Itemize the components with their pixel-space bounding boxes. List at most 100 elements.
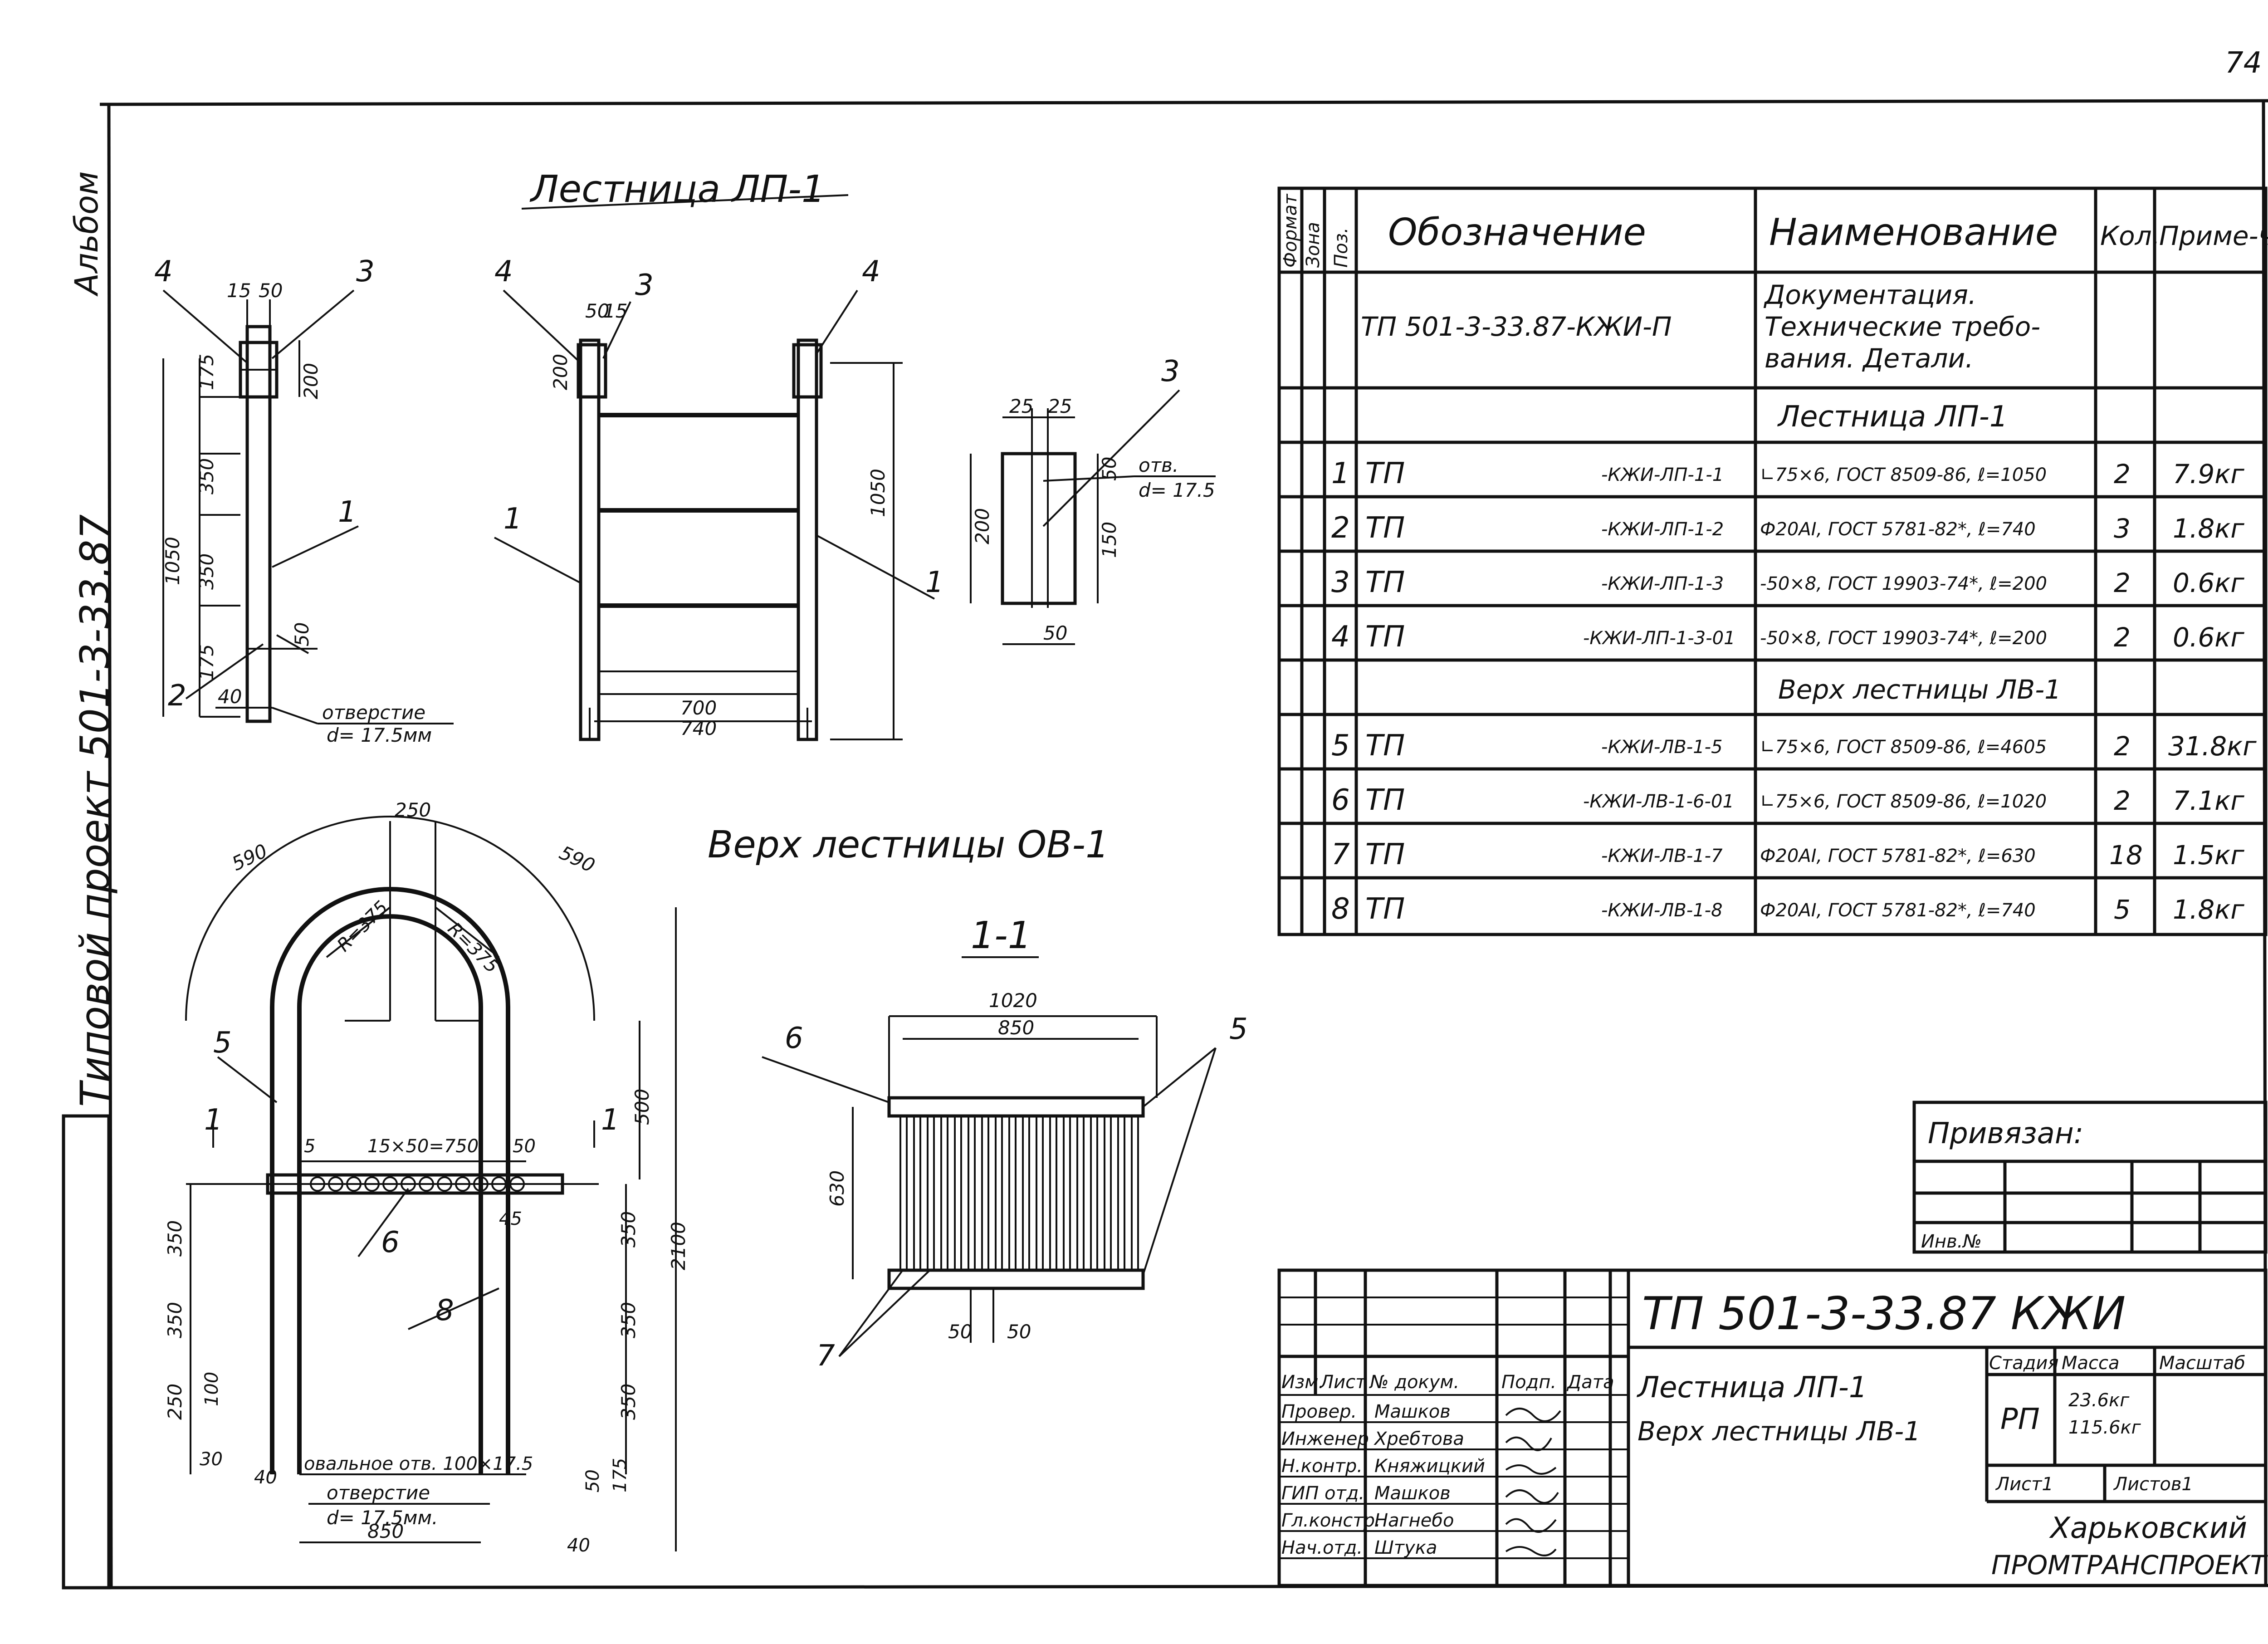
lv1-dim-50b: 50 xyxy=(582,1469,603,1492)
tb-name-1: Машков xyxy=(1374,1401,1451,1422)
svg-text:31.8кг: 31.8кг xyxy=(2168,731,2257,762)
lv1-dim-850: 850 xyxy=(367,1520,404,1542)
tb-col-sign: Подп. xyxy=(1501,1372,1556,1393)
lv1-dim-590b: 590 xyxy=(556,842,598,877)
section-label-7: 7 xyxy=(816,1339,835,1373)
svg-text:-КЖИ-ЛП-1-1: -КЖИ-ЛП-1-1 xyxy=(1601,465,1724,485)
svg-text:ТП: ТП xyxy=(1365,566,1405,599)
lv1-cut-label-1b: 1 xyxy=(601,1103,620,1137)
svg-text:-КЖИ-ЛВ-1-7: -КЖИ-ЛВ-1-7 xyxy=(1601,846,1723,866)
svg-text:8: 8 xyxy=(1331,892,1350,926)
lp1-label-2: 2 xyxy=(168,679,186,713)
svg-text:0.6кг: 0.6кг xyxy=(2173,622,2244,653)
svg-text:ТП: ТП xyxy=(1365,838,1405,871)
page-number: 74 xyxy=(2225,46,2262,80)
lp1-front-dim-700: 700 xyxy=(680,697,717,719)
spec-header-zone: Зона xyxy=(1303,222,1324,268)
svg-text:2: 2 xyxy=(2114,622,2131,653)
tb-drawing-name-2: Верх лестницы ЛВ-1 xyxy=(1637,1416,1921,1447)
lp1-side-dim-350b: 350 xyxy=(196,553,218,590)
tb-stage: РП xyxy=(2000,1403,2040,1436)
lv1-title: Верх лестницы ОВ-1 xyxy=(708,823,1109,866)
section-dim-850: 850 xyxy=(998,1017,1034,1039)
lp1-front-label-4b: 4 xyxy=(862,255,880,289)
svg-text:-КЖИ-ЛП-1-2: -КЖИ-ЛП-1-2 xyxy=(1601,519,1724,540)
section-label-5: 5 xyxy=(1229,1013,1248,1046)
svg-text:2: 2 xyxy=(2114,568,2131,598)
tb-col-date: Дата xyxy=(1566,1372,1614,1393)
lp1-side-dim-40: 40 xyxy=(218,685,242,708)
svg-text:2: 2 xyxy=(2114,731,2131,762)
lv1-note-hole: отверстие xyxy=(327,1482,430,1504)
svg-text:4: 4 xyxy=(1331,620,1350,654)
lp1-side-dim-15: 15 xyxy=(227,279,251,302)
tb-role-3: Н.контр. xyxy=(1281,1456,1363,1477)
tb-org-2: ПРОМТРАНСПРОЕКТ xyxy=(1991,1550,2268,1580)
svg-text:Ф20АI, ГОСТ 5781-82*, ℓ=740: Ф20АI, ГОСТ 5781-82*, ℓ=740 xyxy=(1760,519,2036,540)
album-label: Альбом xyxy=(68,171,105,297)
spec-header-note: Приме-чание xyxy=(2159,220,2268,251)
spec-row-lp1-1: 1 ТП -КЖИ-ЛП-1-1 ∟75×6, ГОСТ 8509-86, ℓ=… xyxy=(1331,457,2244,490)
svg-text:5: 5 xyxy=(2114,894,2131,925)
lv1-dim-5: 5 xyxy=(304,1136,315,1157)
lv1-label-6: 6 xyxy=(381,1226,400,1259)
svg-text:-50×8, ГОСТ 19903-74*, ℓ=200: -50×8, ГОСТ 19903-74*, ℓ=200 xyxy=(1760,628,2047,649)
svg-text:1: 1 xyxy=(1331,457,1350,490)
lv1-dim-250b: 250 xyxy=(164,1384,186,1420)
plate-dim-200: 200 xyxy=(971,508,993,544)
svg-text:2: 2 xyxy=(1331,511,1350,545)
spec-row-lp1-2: 2 ТП -КЖИ-ЛП-1-2 Ф20АI, ГОСТ 5781-82*, ℓ… xyxy=(1331,511,2244,545)
lv1-dim-30: 30 xyxy=(200,1449,223,1470)
tb-mass-2: 115.6кг xyxy=(2068,1417,2141,1438)
svg-text:18: 18 xyxy=(2109,840,2143,871)
lp1-hole-note: отверстие xyxy=(322,701,425,724)
spec-header-format: Формат xyxy=(1280,193,1301,268)
spec-row-lp1-3: 3 ТП -КЖИ-ЛП-1-3 -50×8, ГОСТ 19903-74*, … xyxy=(1331,566,2244,599)
tb-org-1: Харьковский xyxy=(2049,1512,2247,1545)
spec-table: Формат Зона Поз. Обозначение Наименовани… xyxy=(1277,186,2268,936)
lp1-side-dim-50: 50 xyxy=(259,279,283,302)
spec-section-lp1: Лестница ЛП-1 xyxy=(1777,400,2008,434)
spec-row-lv1-5: 5 ТП -КЖИ-ЛВ-1-5 ∟75×6, ГОСТ 8509-86, ℓ=… xyxy=(1331,729,2257,763)
section-dim-630: 630 xyxy=(826,1170,848,1207)
lv1-dim-350a: 350 xyxy=(164,1220,186,1257)
section-bars xyxy=(899,1115,1139,1271)
svg-text:2: 2 xyxy=(2114,785,2131,816)
svg-text:∟75×6, ГОСТ 8509-86, ℓ=4605: ∟75×6, ГОСТ 8509-86, ℓ=4605 xyxy=(1760,737,2047,758)
lp1-front-dim-200: 200 xyxy=(549,354,572,390)
lv1-dim-250: 250 xyxy=(395,799,431,821)
lv1-dim-100: 100 xyxy=(201,1372,222,1406)
svg-text:-КЖИ-ЛВ-1-5: -КЖИ-ЛВ-1-5 xyxy=(1601,737,1723,758)
tb-stage-header: Стадия xyxy=(1989,1353,2058,1374)
section-1-1: 1-1 1020 850 630 50 50 6 5 7 xyxy=(762,914,1248,1373)
plate-dim-50b: 50 xyxy=(1043,622,1067,644)
svg-text:2: 2 xyxy=(2114,459,2131,489)
plate-hole-note: отв. xyxy=(1139,454,1178,476)
view-lv1: Верх лестницы ОВ-1 250 590 590 R=375 R=3… xyxy=(164,799,1109,1556)
project-vertical-label: Типовой проект 501-3-33.87 xyxy=(72,514,118,1107)
section-dim-1020: 1020 xyxy=(989,989,1037,1012)
lv1-label-5: 5 xyxy=(213,1026,232,1060)
tb-role-1: Провер. xyxy=(1281,1401,1357,1422)
spec-doc-name-1: Документация. xyxy=(1763,279,1976,310)
lp1-front-label-1b: 1 xyxy=(925,566,944,599)
lv1-dim-350b: 350 xyxy=(164,1302,186,1338)
lp1-front-dim-50: 50 xyxy=(585,300,609,322)
spec-row-lp1-4: 4 ТП -КЖИ-ЛП-1-3-01 -50×8, ГОСТ 19903-74… xyxy=(1331,620,2244,654)
spec-row-lv1-7: 7 ТП -КЖИ-ЛВ-1-7 Ф20АI, ГОСТ 5781-82*, ℓ… xyxy=(1331,838,2244,871)
lp1-side-dim-175b: 175 xyxy=(196,644,218,680)
lp1-title: Лестница ЛП-1 xyxy=(529,168,825,211)
tb-name-4: Машков xyxy=(1374,1483,1451,1504)
spec-doc-designation: ТП 501-3-33.87-КЖИ-П xyxy=(1361,311,1672,342)
lp1-front-label-1a: 1 xyxy=(503,502,522,536)
svg-text:Ф20АI, ГОСТ 5781-82*, ℓ=630: Ф20АI, ГОСТ 5781-82*, ℓ=630 xyxy=(1760,846,2036,866)
svg-text:ТП: ТП xyxy=(1365,892,1405,926)
lp1-label-1: 1 xyxy=(338,495,357,529)
svg-text:0.6кг: 0.6кг xyxy=(2173,568,2244,598)
plate-label-3: 3 xyxy=(1161,355,1180,388)
lp1-front-view: 50 15 200 700 740 1050 4 3 4 1 1 xyxy=(494,255,944,741)
lp1-side-dim-175: 175 xyxy=(196,354,218,390)
lv1-dim-40a: 40 xyxy=(254,1467,277,1488)
lp1-side-dim-200: 200 xyxy=(300,363,322,399)
lv1-dim-2100: 2100 xyxy=(667,1222,689,1270)
